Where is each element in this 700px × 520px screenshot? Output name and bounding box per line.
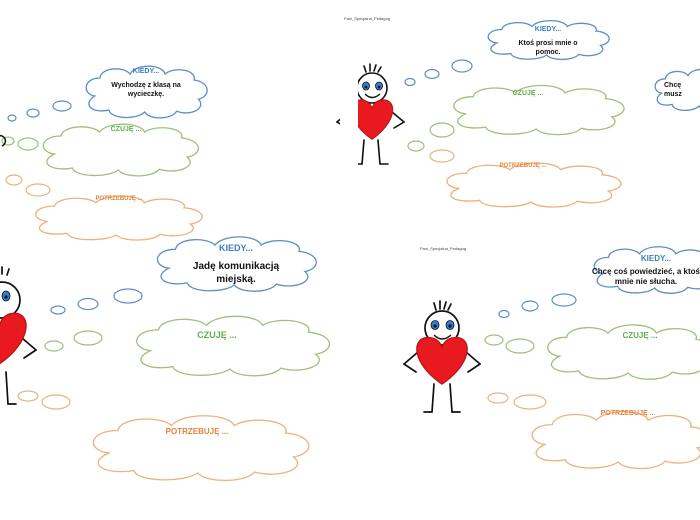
card-1-thought-bubbles (7, 100, 72, 122)
card-2-czuje-label: CZUJĘ ... (512, 90, 544, 97)
card-1-figure-partial (0, 134, 7, 147)
card-5-figure (404, 300, 480, 413)
card-4-figure-partial (0, 266, 36, 405)
card-5-potrzebuje-cloud (532, 412, 700, 469)
card-4-potrzebuje-cloud (93, 416, 308, 481)
card-4-potrzebuje-label: POTRZEBUJĘ ... (165, 427, 229, 436)
page-separator (340, 0, 358, 520)
card-1-czuje-label: CZUJĘ ... (110, 126, 142, 133)
page-header-top: Pani_Specjalna_Pedagog (344, 16, 391, 21)
card-4-kiedy-text: Jadę komunikacją miejską. (192, 261, 280, 285)
card-4-kiedy-label: KIEDY... (218, 243, 253, 253)
card-5-kiedy-label: KIEDY... (640, 254, 672, 263)
card-3-kiedy-text-partial: Chcę musz (664, 82, 682, 98)
card-4-czuje-label: CZUJĘ ... (197, 330, 237, 340)
card-4-czuje-cloud (137, 316, 330, 375)
page-header-bottom: Pani_Specjalna_Pedagog (420, 246, 467, 251)
card-2-kiedy-text: Ktoś prosi mnie o pomoc. (518, 40, 578, 56)
card-5-kiedy-text: Chcę coś powiedzieć, a ktoś mnie nie słu… (591, 267, 700, 286)
card-2-potrzebuje-label: POTRZEBUJĘ ... (499, 163, 547, 169)
card-1-potrzebuje-label: POTRZEBUJĘ ... (95, 196, 143, 202)
card-5-potrzebuje-label: POTRZEBUJĘ ... (600, 410, 656, 417)
card-2-kiedy-label: KIEDY... (534, 26, 562, 33)
card-1-kiedy-label: KIEDY... (132, 68, 160, 75)
card-1-kiedy-text: Wychodzę z klasą na wycieczkę. (111, 82, 181, 98)
card-5-czuje-label: CZUJĘ ... (622, 331, 658, 340)
